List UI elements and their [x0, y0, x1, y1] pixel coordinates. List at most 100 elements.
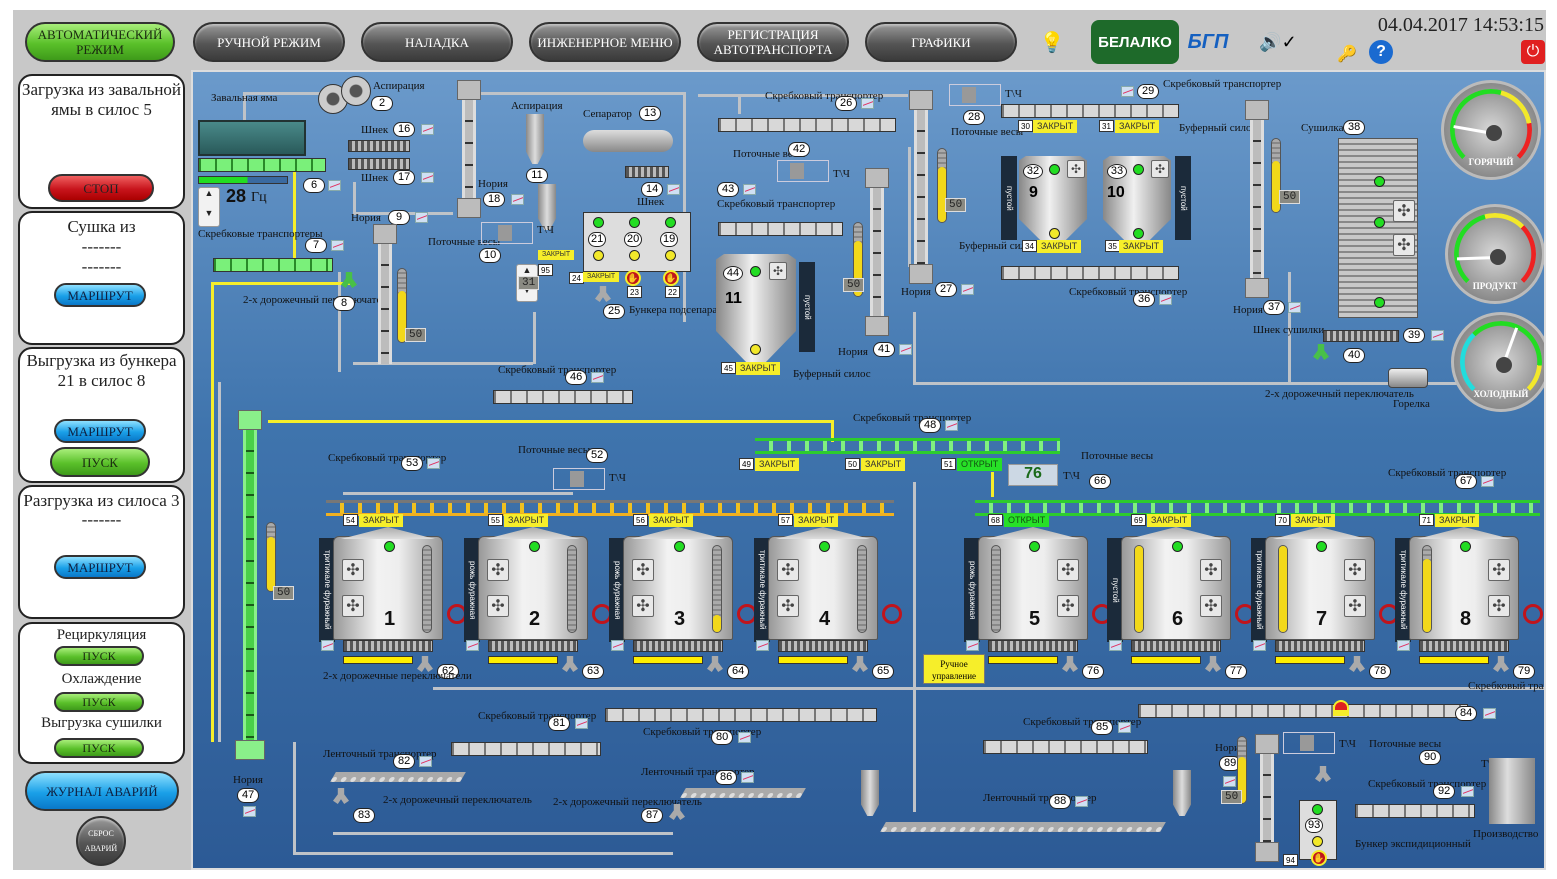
- two-way-switch-8[interactable]: [341, 272, 357, 288]
- alarm-reset-button[interactable]: СБРОС АВАРИЙ: [76, 816, 126, 866]
- scraper-conveyor-7[interactable]: [213, 258, 333, 272]
- two-way-switch-83[interactable]: [333, 788, 349, 804]
- trend-icon[interactable]: [1223, 776, 1236, 787]
- elevator-load-indicator[interactable]: [937, 148, 947, 223]
- elevator-load-indicator[interactable]: [1271, 138, 1281, 213]
- gate-56-status[interactable]: ЗАКРЫТ: [649, 514, 694, 527]
- flow-scales-28[interactable]: [949, 84, 1001, 106]
- aspiration-fan[interactable]: [341, 76, 371, 106]
- scraper-conveyor-6[interactable]: [198, 158, 326, 172]
- elevator-load-indicator[interactable]: [397, 268, 407, 343]
- trend-icon[interactable]: [328, 180, 341, 191]
- route-button[interactable]: МАРШРУТ: [54, 555, 146, 579]
- scraper-conveyor-85[interactable]: [983, 740, 1148, 754]
- elevator-load-indicator[interactable]: [266, 522, 276, 592]
- trend-icon[interactable]: [756, 640, 769, 651]
- manual-control-button[interactable]: Ручное управление: [923, 654, 985, 684]
- trend-icon[interactable]: [243, 806, 256, 817]
- trend-icon[interactable]: [1118, 722, 1131, 733]
- gate-55-status[interactable]: ЗАКРЫТ: [504, 514, 549, 527]
- silo-8[interactable]: ✣ ✣ 8: [1409, 527, 1519, 640]
- key-icon[interactable]: 🔑: [1337, 46, 1357, 63]
- gate-31-status[interactable]: ЗАКРЫТ: [1115, 120, 1160, 133]
- elevator-load-indicator[interactable]: [853, 222, 863, 297]
- trend-icon[interactable]: [1075, 796, 1088, 807]
- trend-icon[interactable]: [1481, 476, 1494, 487]
- elevator-89[interactable]: [1260, 754, 1274, 844]
- scraper-conveyor-92[interactable]: [1355, 804, 1475, 818]
- two-way-switch-77[interactable]: [1205, 656, 1221, 672]
- trend-icon[interactable]: [1431, 330, 1444, 341]
- trend-icon[interactable]: [419, 756, 432, 767]
- stop-hand-icon[interactable]: ✋: [625, 270, 641, 286]
- start-button[interactable]: ПУСК: [50, 447, 150, 477]
- trend-icon[interactable]: [743, 184, 756, 195]
- gate-69-status[interactable]: ЗАКРЫТ: [1147, 514, 1192, 527]
- flow-scales-52[interactable]: [553, 468, 605, 490]
- charts-button[interactable]: ГРАФИКИ: [865, 22, 1017, 62]
- trend-icon[interactable]: [575, 718, 588, 729]
- trend-icon[interactable]: [415, 212, 428, 223]
- trend-icon[interactable]: [1159, 294, 1172, 305]
- recirculation-start-button[interactable]: ПУСК: [54, 646, 144, 666]
- two-way-switch-25[interactable]: [595, 286, 611, 302]
- trend-icon[interactable]: [511, 194, 524, 205]
- scraper-conveyor-36[interactable]: [1001, 266, 1179, 280]
- alarm-beacon-icon[interactable]: [1333, 700, 1349, 716]
- two-way-switch-40[interactable]: [1313, 344, 1329, 360]
- chain-conveyor-67[interactable]: [975, 500, 1540, 516]
- receiving-pit[interactable]: [198, 120, 306, 156]
- silo-screw[interactable]: [1275, 640, 1365, 652]
- flow-scales-42[interactable]: [777, 160, 829, 182]
- flow-scales-90[interactable]: [1283, 732, 1335, 754]
- trend-icon[interactable]: [591, 372, 604, 383]
- stop-hand-icon[interactable]: ✋: [1311, 850, 1327, 866]
- gate-24-status[interactable]: ЗАКРЫТ: [583, 272, 620, 282]
- trend-icon[interactable]: [741, 772, 754, 783]
- trend-icon[interactable]: [861, 98, 874, 109]
- trend-icon[interactable]: [1121, 86, 1134, 97]
- power-icon[interactable]: ⏻: [1521, 40, 1545, 64]
- elevator-18[interactable]: [462, 100, 476, 200]
- screw-16[interactable]: [348, 140, 410, 152]
- gate-49-status[interactable]: ЗАКРЫТ: [755, 458, 800, 471]
- bunker-20[interactable]: 20: [624, 232, 643, 247]
- gate-34-status[interactable]: ЗАКРЫТ: [1037, 240, 1082, 253]
- gate-57-status[interactable]: ЗАКРЫТ: [794, 514, 839, 527]
- chain-conveyor-48[interactable]: [755, 438, 1060, 454]
- help-icon[interactable]: ?: [1369, 40, 1393, 64]
- alarm-log-button[interactable]: ЖУРНАЛ АВАРИЙ: [25, 771, 179, 811]
- trend-icon[interactable]: [466, 640, 479, 651]
- speed-stepper[interactable]: ▲▼: [198, 187, 220, 227]
- silo-1[interactable]: ✣ ✣ 1: [333, 527, 443, 640]
- scraper-conveyor-43[interactable]: [718, 222, 843, 236]
- gate-50-status[interactable]: ЗАКРЫТ: [861, 458, 906, 471]
- trend-icon[interactable]: [1483, 708, 1496, 719]
- silo-screw[interactable]: [988, 640, 1078, 652]
- trend-icon[interactable]: [667, 184, 680, 195]
- scraper-conveyor-84[interactable]: [1138, 704, 1468, 718]
- gate-70-status[interactable]: ЗАКРЫТ: [1291, 514, 1336, 527]
- silo-7[interactable]: ✣ ✣ 7: [1265, 527, 1375, 640]
- dryer-screw-39[interactable]: [1323, 330, 1399, 342]
- scraper-conveyor-80[interactable]: [605, 708, 877, 722]
- trend-icon[interactable]: [1109, 640, 1122, 651]
- screw-14[interactable]: [625, 166, 669, 178]
- gate-45-status[interactable]: ЗАКРЫТ: [736, 362, 781, 375]
- stop-hand-icon[interactable]: ✋: [663, 270, 679, 286]
- two-way-switch-63[interactable]: [562, 656, 578, 672]
- silo-6[interactable]: ✣ ✣ 6: [1121, 527, 1231, 640]
- burner[interactable]: [1388, 368, 1428, 388]
- two-way-switch-78[interactable]: [1349, 656, 1365, 672]
- silo-screw[interactable]: [778, 640, 868, 652]
- mode-setup-button[interactable]: НАЛАДКА: [361, 22, 513, 62]
- scraper-conveyor-26[interactable]: [718, 118, 896, 132]
- silo-4[interactable]: ✣ ✣ 4: [768, 527, 878, 640]
- trend-icon[interactable]: [738, 732, 751, 743]
- mode-auto-button[interactable]: АВТОМАТИЧЕСКИЙ РЕЖИМ: [25, 22, 175, 62]
- gate-68-status[interactable]: ОТКРЫТ: [1004, 514, 1050, 527]
- route-button[interactable]: МАРШРУТ: [54, 283, 146, 307]
- elevator-27[interactable]: [914, 110, 928, 265]
- sound-signal-icon[interactable]: 🔊✓: [1259, 31, 1297, 52]
- trend-icon[interactable]: [1397, 640, 1410, 651]
